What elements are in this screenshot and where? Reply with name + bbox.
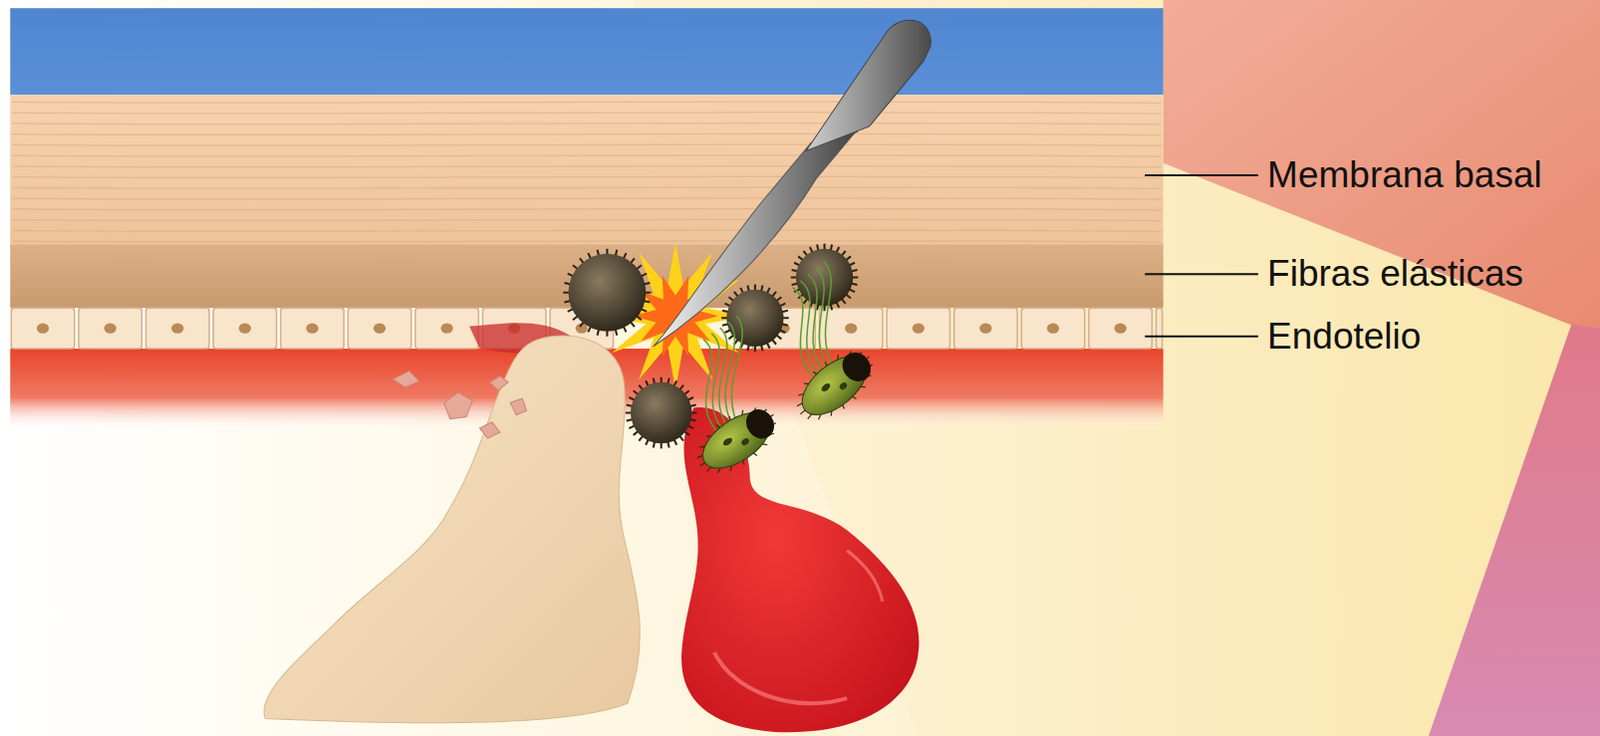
knife-handle xyxy=(805,19,931,151)
background-panel xyxy=(1428,323,1600,736)
debris xyxy=(392,371,527,440)
leader-lines xyxy=(1144,175,1259,337)
part-label: Membrana basal xyxy=(1267,153,1543,198)
part-label: Endotelio xyxy=(1267,314,1421,359)
outer-layer xyxy=(9,7,1163,95)
bacteria xyxy=(641,261,906,486)
basement-membrane xyxy=(9,94,1163,249)
part-label: Fibras elásticas xyxy=(1267,252,1524,296)
background-panel xyxy=(1163,0,1600,337)
wood-grain xyxy=(11,101,1161,243)
knife-blade xyxy=(653,120,866,347)
platelet-plug xyxy=(264,335,640,724)
